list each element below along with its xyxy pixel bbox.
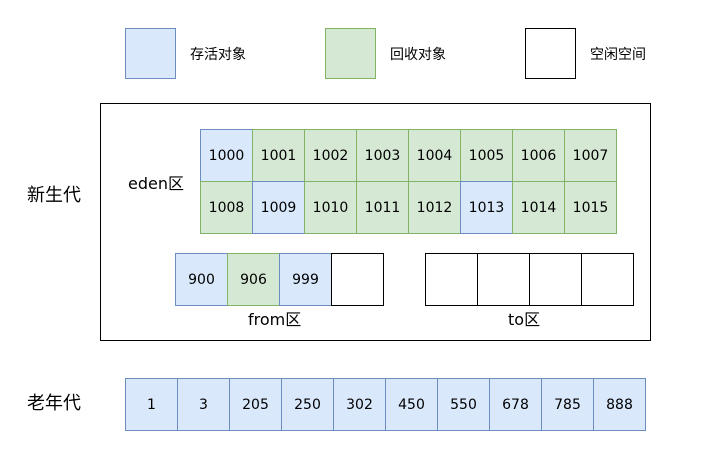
object-block: 1009 (252, 181, 305, 234)
object-block: 3 (177, 378, 230, 431)
young-generation-box (100, 103, 651, 341)
to-label: to区 (508, 310, 541, 329)
old-generation-label: 老年代 (27, 393, 81, 414)
object-block: 1005 (460, 129, 513, 182)
object-block: 1010 (304, 181, 357, 234)
object-block: 550 (437, 378, 490, 431)
object-block: 1011 (356, 181, 409, 234)
free-block (581, 253, 634, 306)
object-block: 1015 (564, 181, 617, 234)
object-block: 302 (333, 378, 386, 431)
legend-dead-swatch (325, 28, 376, 79)
free-block (331, 253, 384, 306)
from-label: from区 (248, 310, 302, 329)
object-block: 1003 (356, 129, 409, 182)
free-block (425, 253, 478, 306)
object-block: 1013 (460, 181, 513, 234)
object-block: 1002 (304, 129, 357, 182)
object-block: 1004 (408, 129, 461, 182)
object-block: 205 (229, 378, 282, 431)
legend-free-swatch (525, 28, 576, 79)
object-block: 1006 (512, 129, 565, 182)
young-generation-label: 新生代 (27, 185, 81, 206)
object-block: 906 (227, 253, 280, 306)
legend-live-label: 存活对象 (190, 47, 246, 63)
legend-dead-label: 回收对象 (390, 47, 446, 63)
object-block: 999 (279, 253, 332, 306)
object-block: 900 (175, 253, 228, 306)
object-block: 1012 (408, 181, 461, 234)
free-block (529, 253, 582, 306)
object-block: 1000 (200, 129, 253, 182)
object-block: 1007 (564, 129, 617, 182)
legend-live-swatch (125, 28, 176, 79)
eden-label: eden区 (128, 174, 184, 193)
to-space (425, 253, 634, 306)
object-block: 785 (541, 378, 594, 431)
free-block (477, 253, 530, 306)
object-block: 1 (125, 378, 178, 431)
object-block: 1001 (252, 129, 305, 182)
object-block: 888 (593, 378, 646, 431)
object-block: 1008 (200, 181, 253, 234)
legend-free-label: 空闲空间 (590, 47, 646, 63)
object-block: 678 (489, 378, 542, 431)
object-block: 1014 (512, 181, 565, 234)
object-block: 250 (281, 378, 334, 431)
object-block: 450 (385, 378, 438, 431)
